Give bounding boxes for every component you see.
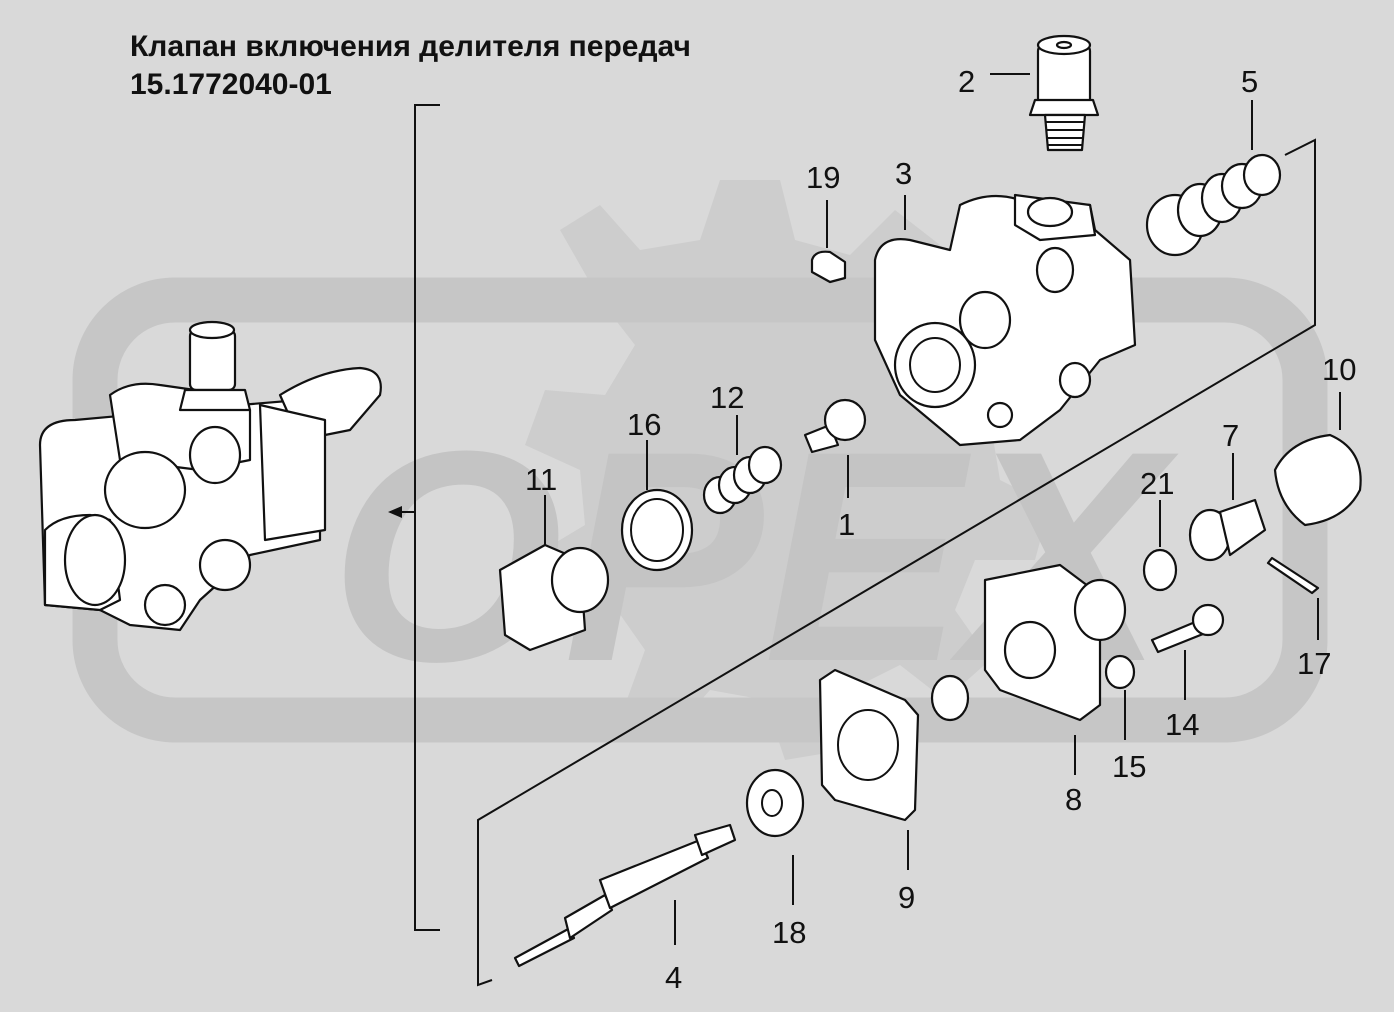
callout-14: 14 xyxy=(1165,707,1199,742)
part-10-cap xyxy=(1273,433,1362,527)
callout-4: 4 xyxy=(665,960,682,995)
callout-19: 19 xyxy=(806,160,840,195)
part-18-washer xyxy=(745,768,805,838)
part-9-gasket xyxy=(818,668,920,822)
o-ring xyxy=(930,674,970,722)
callout-16: 16 xyxy=(627,407,661,442)
callout-21: 21 xyxy=(1140,466,1174,501)
exploded-outline xyxy=(477,138,1316,987)
callout-9: 9 xyxy=(898,880,915,915)
part-number: 15.1772040-01 xyxy=(130,68,332,101)
diagram-title: Клапан включения делителя передач xyxy=(130,30,691,63)
part-15-ring xyxy=(1104,654,1136,690)
callout-8: 8 xyxy=(1065,782,1082,817)
assembled-valve xyxy=(38,320,382,632)
part-2-breather xyxy=(1028,34,1100,152)
callout-17: 17 xyxy=(1297,646,1331,681)
callout-1: 1 xyxy=(838,507,855,542)
part-8-cover xyxy=(983,563,1127,722)
callout-10: 10 xyxy=(1322,352,1356,387)
bracket-arrow-icon xyxy=(388,506,402,518)
part-7-piston xyxy=(1188,498,1267,562)
leader-lines xyxy=(544,73,1341,945)
part-14-bolt xyxy=(1150,603,1225,654)
callout-12: 12 xyxy=(710,380,744,415)
part-4-plunger xyxy=(513,823,737,968)
callout-11: 11 xyxy=(525,462,557,497)
part-21-ring xyxy=(1142,548,1178,592)
part-19-plug xyxy=(810,250,847,284)
part-3-valve-body xyxy=(873,193,1137,447)
part-16-washer xyxy=(620,488,694,572)
part-11-plug xyxy=(498,543,610,652)
callout-2: 2 xyxy=(958,64,975,99)
callout-5: 5 xyxy=(1241,64,1258,99)
callout-3: 3 xyxy=(895,156,912,191)
callout-15: 15 xyxy=(1112,749,1146,784)
callout-18: 18 xyxy=(772,915,806,950)
assembly-bracket xyxy=(414,104,440,931)
part-1-bolt xyxy=(803,398,867,454)
part-17-pin xyxy=(1266,556,1320,595)
part-12-spring xyxy=(702,445,783,515)
part-5-spring xyxy=(1145,153,1282,257)
callout-7: 7 xyxy=(1222,418,1239,453)
